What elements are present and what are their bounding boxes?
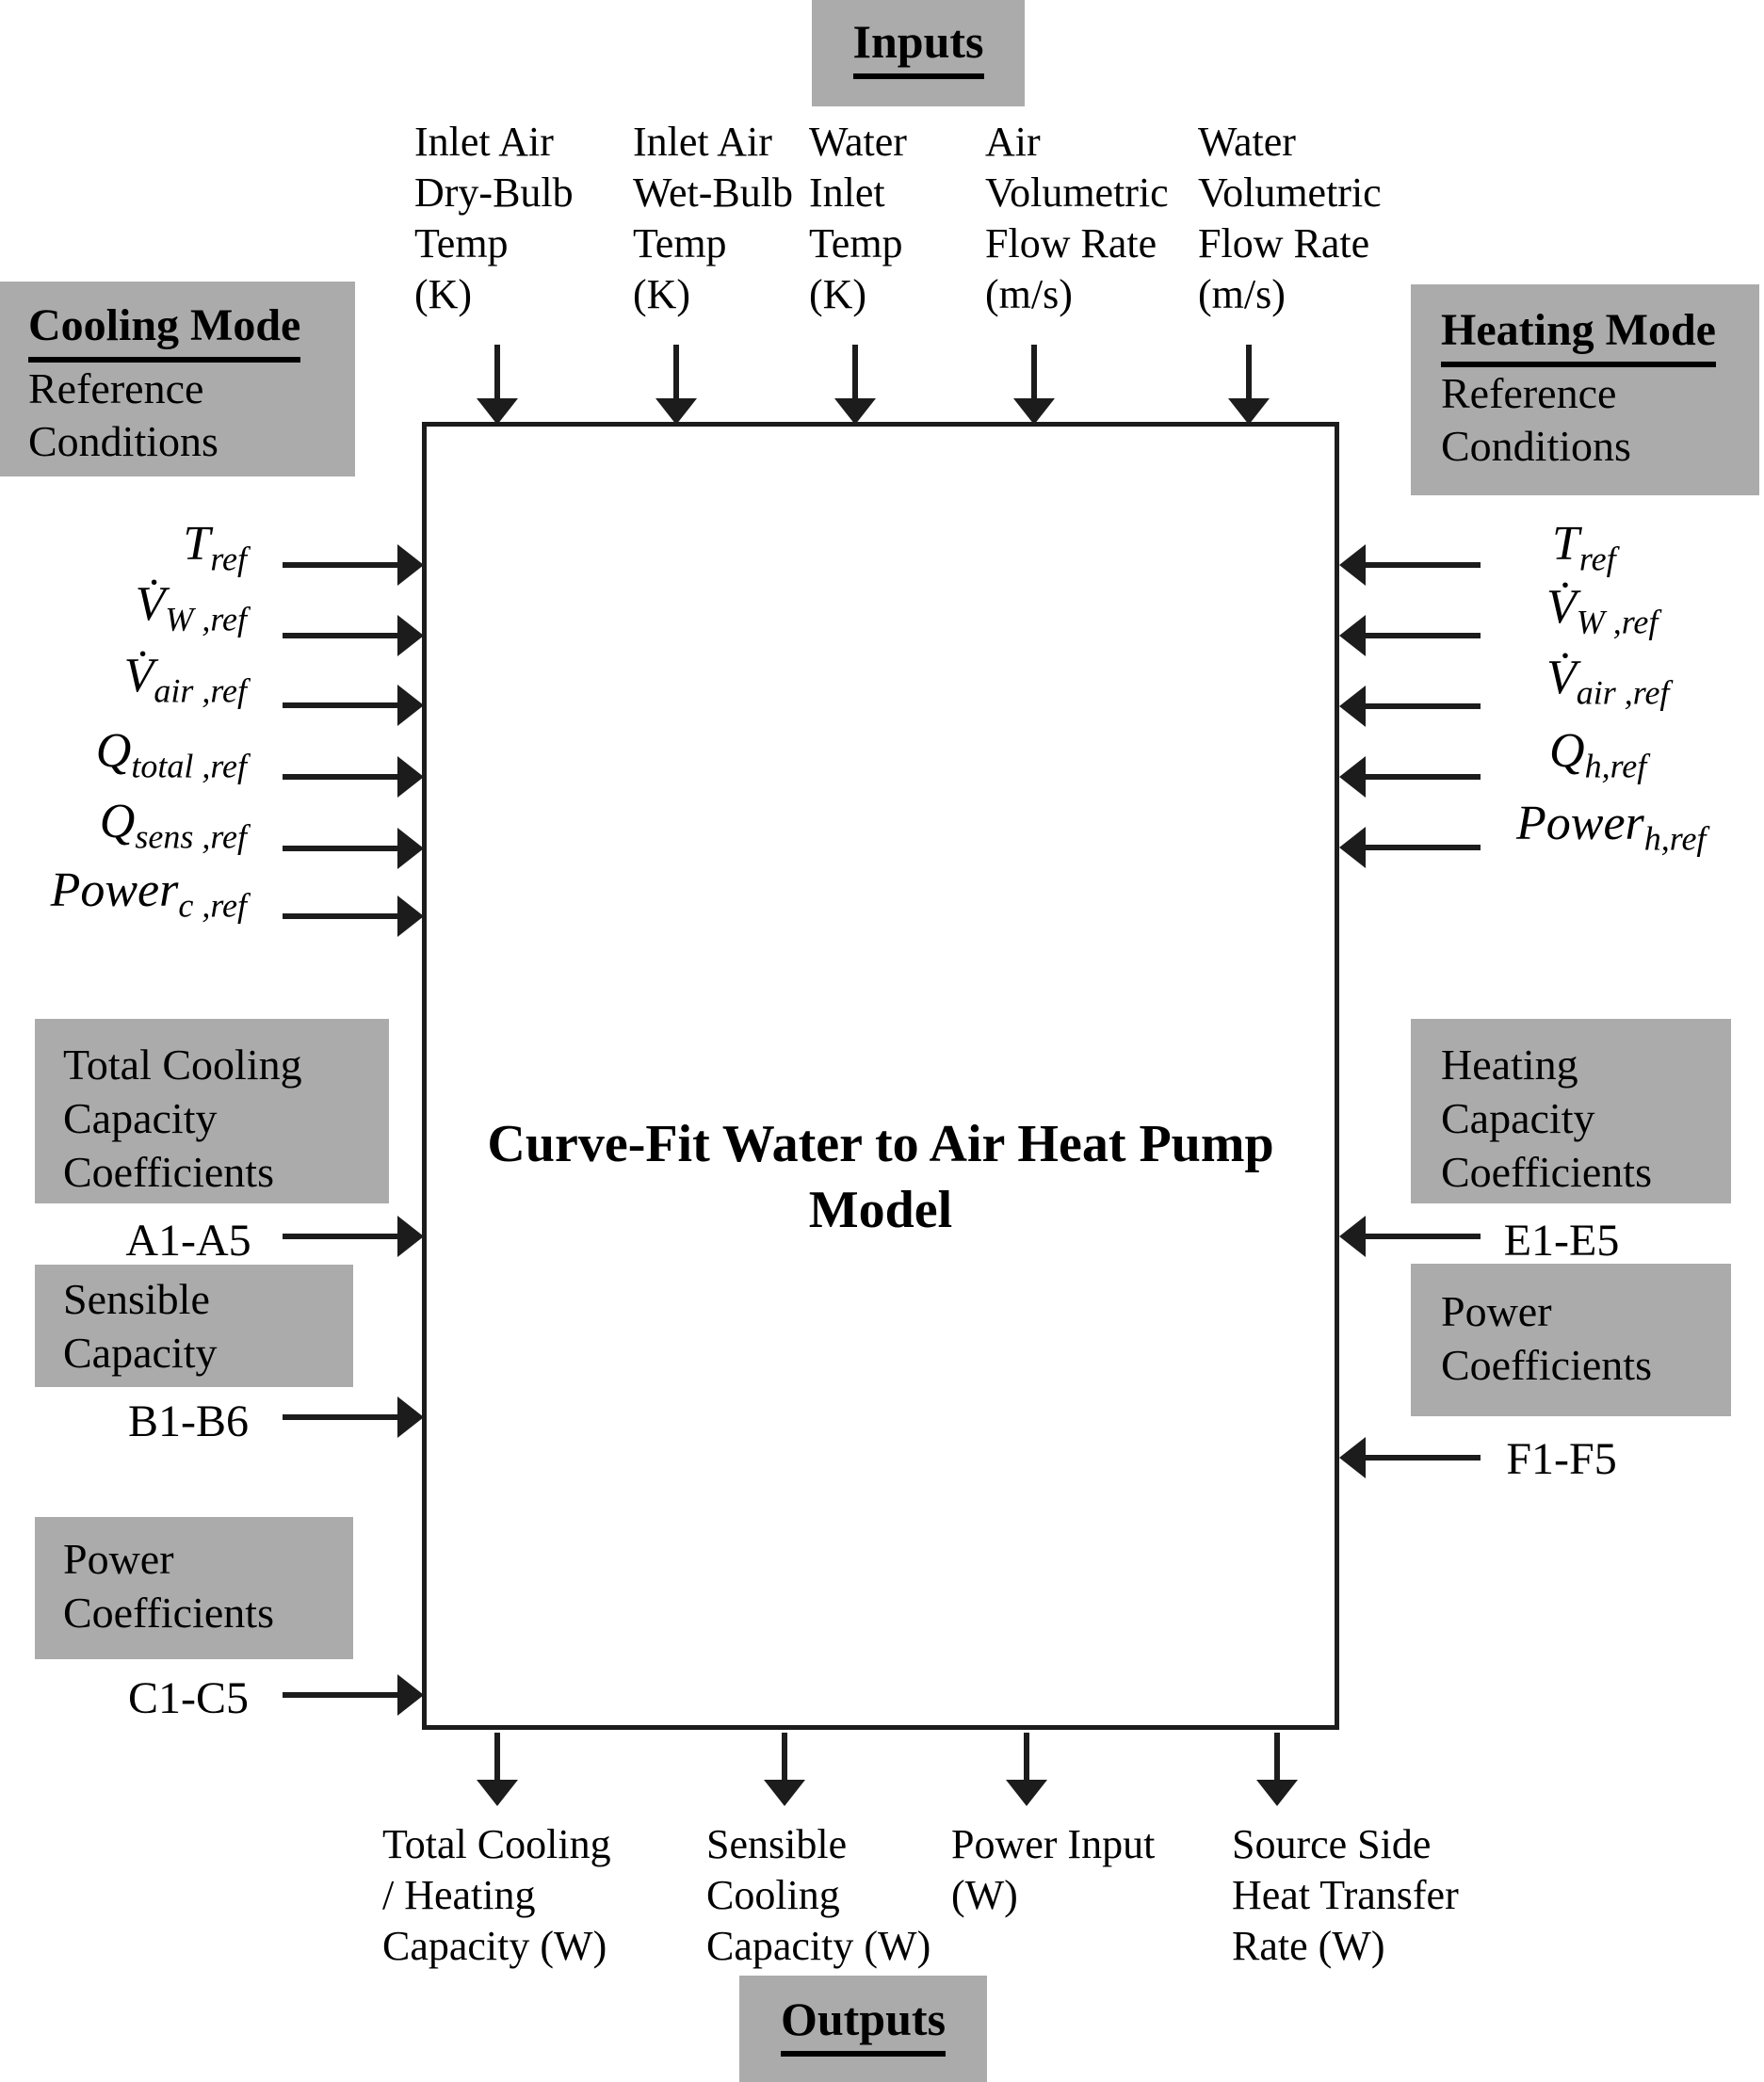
ref-label-qsens-cooling: Qsens ,ref xyxy=(99,795,247,856)
cooling-mode-title: Cooling Mode xyxy=(28,299,301,363)
range-label-f1-f5: F1-F5 xyxy=(1506,1434,1617,1484)
input-arrow-3 xyxy=(834,345,876,425)
ref-label-qh-heating: Qh,ref xyxy=(1549,724,1647,785)
output-label-sensible-capacity: Sensible Cooling Capacity (W) xyxy=(706,1821,931,1969)
heating-capacity-coefficients-label: Heating Capacity Coefficients xyxy=(1441,1041,1652,1196)
cooling-ref-arrow-4 xyxy=(283,756,424,798)
input-arrow-4 xyxy=(1013,345,1055,425)
heating-power-coefficients-box: Power Coefficients xyxy=(1411,1264,1731,1416)
ref-label-power-heating: Powerh,ref xyxy=(1516,797,1707,858)
input-label-water-flow-rate: Water Volumetric Flow Rate (m/s) xyxy=(1198,119,1382,317)
output-label-source-side-rate: Source Side Heat Transfer Rate (W) xyxy=(1232,1821,1459,1969)
input-label-dry-bulb-temp: Inlet Air Dry-Bulb Temp (K) xyxy=(414,119,574,317)
outputs-header-box: Outputs xyxy=(739,1976,987,2082)
cooling-ref-arrow-2 xyxy=(283,615,424,656)
output-arrow-3 xyxy=(1006,1733,1047,1806)
coef-arrow-c xyxy=(283,1674,424,1716)
cooling-ref-arrow-3 xyxy=(283,685,424,726)
model-title: Curve-Fit Water to Air Heat Pump Model xyxy=(487,1115,1274,1239)
ref-label-power-cooling: Powerc ,ref xyxy=(50,863,247,925)
cooling-ref-arrow-1 xyxy=(283,544,424,586)
ref-label-vair-heating: V̇air ,ref xyxy=(1546,651,1670,712)
sensible-capacity-label: Sensible Capacity xyxy=(63,1275,218,1377)
coef-arrow-b xyxy=(283,1396,424,1438)
cooling-mode-box: Cooling Mode Reference Conditions xyxy=(0,282,355,476)
cooling-power-coefficients-label: Power Coefficients xyxy=(63,1535,274,1637)
heating-ref-arrow-2 xyxy=(1339,615,1481,656)
input-label-air-flow-rate: Air Volumetric Flow Rate (m/s) xyxy=(985,119,1169,317)
heating-ref-arrow-4 xyxy=(1339,756,1481,798)
heating-mode-subtitle: Reference Conditions xyxy=(1441,369,1631,470)
ref-label-vw-cooling: V̇W ,ref xyxy=(135,577,247,638)
range-label-e1-e5: E1-E5 xyxy=(1503,1216,1620,1266)
coef-arrow-f xyxy=(1339,1437,1481,1478)
range-label-c1-c5: C1-C5 xyxy=(127,1673,249,1723)
heating-ref-arrow-5 xyxy=(1339,827,1481,868)
cooling-power-coefficients-box: Power Coefficients xyxy=(35,1517,353,1659)
input-arrow-5 xyxy=(1228,345,1270,425)
heating-mode-title: Heating Mode xyxy=(1441,303,1716,367)
sensible-capacity-box: Sensible Capacity xyxy=(35,1265,353,1387)
ref-label-tref-heating: Tref xyxy=(1552,517,1616,578)
cooling-ref-arrow-5 xyxy=(283,828,424,869)
ref-label-tref-cooling: Tref xyxy=(183,517,247,578)
input-label-water-inlet-temp: Water Inlet Temp (K) xyxy=(809,119,907,317)
cooling-mode-subtitle: Reference Conditions xyxy=(28,364,218,465)
ref-label-vw-heating: V̇W ,ref xyxy=(1546,580,1659,641)
heating-capacity-coefficients-box: Heating Capacity Coefficients xyxy=(1411,1019,1731,1203)
heating-ref-arrow-1 xyxy=(1339,544,1481,586)
output-arrow-4 xyxy=(1256,1733,1298,1806)
input-arrow-1 xyxy=(477,345,518,425)
total-cooling-coefficients-label: Total Cooling Capacity Coefficients xyxy=(63,1041,302,1196)
range-label-b1-b6: B1-B6 xyxy=(127,1396,249,1446)
input-label-wet-bulb-temp: Inlet Air Wet-Bulb Temp (K) xyxy=(633,119,793,317)
input-arrow-2 xyxy=(655,345,697,425)
cooling-ref-arrow-6 xyxy=(283,896,424,937)
model-box xyxy=(422,422,1339,1730)
inputs-header-box: Inputs xyxy=(812,0,1025,106)
inputs-header-label: Inputs xyxy=(812,13,1025,79)
ref-label-qtotal-cooling: Qtotal ,ref xyxy=(95,724,247,785)
range-label-a1-a5: A1-A5 xyxy=(125,1216,251,1266)
output-label-power-input: Power Input (W) xyxy=(951,1821,1156,1918)
output-arrow-1 xyxy=(477,1733,518,1806)
outputs-header-label: Outputs xyxy=(739,1991,987,2057)
total-cooling-coefficients-box: Total Cooling Capacity Coefficients xyxy=(35,1019,389,1203)
heating-ref-arrow-3 xyxy=(1339,686,1481,727)
coef-arrow-e xyxy=(1339,1216,1481,1257)
output-label-total-capacity: Total Cooling / Heating Capacity (W) xyxy=(382,1821,611,1969)
heating-mode-box: Heating Mode Reference Conditions xyxy=(1411,284,1759,495)
output-arrow-2 xyxy=(764,1733,805,1806)
ref-label-vair-cooling: V̇air ,ref xyxy=(123,649,247,710)
heating-power-coefficients-label: Power Coefficients xyxy=(1441,1287,1652,1389)
coef-arrow-a xyxy=(283,1216,424,1257)
